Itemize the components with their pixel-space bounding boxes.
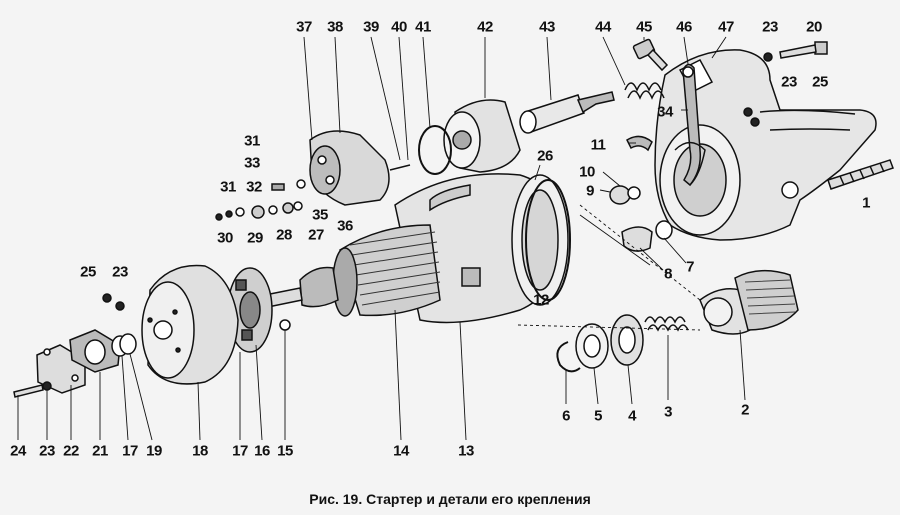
callout-13: 13: [458, 442, 474, 460]
screw-24: [13, 381, 52, 398]
washer-23-upper: [743, 52, 773, 127]
callout-35: 35: [312, 206, 328, 224]
figure-caption: Рис. 19. Стартер и детали его крепления: [309, 491, 591, 507]
callout-26: 26: [537, 147, 553, 165]
callout-19: 19: [146, 442, 162, 460]
callout-9: 9: [586, 182, 594, 200]
washers-23-25-lower: [102, 293, 125, 311]
callout-34: 34: [657, 103, 673, 121]
callout-41: 41: [415, 18, 431, 36]
callout-37: 37: [296, 18, 312, 36]
washer-5: [575, 323, 609, 369]
callout-14: 14: [393, 442, 409, 460]
callout-1: 1: [862, 194, 870, 212]
callout-31: 31: [244, 132, 260, 150]
callout-32: 32: [246, 178, 262, 196]
callout-29: 29: [247, 229, 263, 247]
callout-23: 23: [781, 73, 797, 91]
callout-12: 12: [533, 291, 549, 309]
callout-7: 7: [686, 258, 694, 276]
callout-16: 16: [254, 442, 270, 460]
spring-44: [624, 82, 665, 100]
callout-47: 47: [718, 18, 734, 36]
gasket-21: [69, 329, 121, 373]
callout-23: 23: [762, 18, 778, 36]
callout-36: 36: [337, 217, 353, 235]
callout-45: 45: [636, 18, 652, 36]
bolt-45: [632, 38, 669, 72]
callout-10: 10: [579, 163, 595, 181]
callout-6: 6: [562, 407, 570, 425]
callout-43: 43: [539, 18, 555, 36]
callout-38: 38: [327, 18, 343, 36]
solenoid-42: [443, 99, 521, 173]
ring-26: [525, 179, 571, 301]
drive-housing-47: [654, 49, 877, 241]
callout-23: 23: [39, 442, 55, 460]
brush-holder-16: [227, 267, 291, 353]
plunger-43: [519, 91, 615, 134]
washer-17-19: [111, 333, 137, 357]
leader-lines: [17, 36, 746, 441]
shift-lever-46: [674, 63, 706, 187]
end-cover-18: [141, 264, 239, 385]
callout-15: 15: [277, 442, 293, 460]
callout-40: 40: [391, 18, 407, 36]
callout-46: 46: [676, 18, 692, 36]
callout-11: 11: [590, 136, 606, 154]
callout-17: 17: [232, 442, 248, 460]
callout-31: 31: [220, 178, 236, 196]
retaining-ring-6: [556, 341, 581, 373]
stud-bolt-1: [827, 159, 894, 190]
callout-25: 25: [80, 263, 96, 281]
fasteners-29-33: [215, 179, 306, 221]
callout-21: 21: [92, 442, 108, 460]
callout-20: 20: [806, 18, 822, 36]
callout-39: 39: [363, 18, 379, 36]
callout-33: 33: [244, 154, 260, 172]
bushings-7-11: [609, 135, 673, 252]
solenoid-cover-38: [309, 130, 411, 206]
callout-30: 30: [217, 229, 233, 247]
callout-24: 24: [10, 442, 26, 460]
collar-4: [610, 314, 644, 366]
callout-42: 42: [477, 18, 493, 36]
callout-25: 25: [812, 73, 828, 91]
armature-14: [264, 224, 441, 317]
callout-22: 22: [63, 442, 79, 460]
bolt-20: [779, 41, 828, 59]
callout-18: 18: [192, 442, 208, 460]
callout-28: 28: [276, 226, 292, 244]
callout-2: 2: [741, 401, 749, 419]
callout-5: 5: [594, 407, 602, 425]
callout-8: 8: [664, 265, 672, 283]
callout-4: 4: [628, 407, 636, 425]
spring-3: [644, 316, 689, 332]
callout-17: 17: [122, 442, 138, 460]
callout-44: 44: [595, 18, 611, 36]
gasket-41: [418, 125, 452, 175]
callout-27: 27: [308, 226, 324, 244]
drive-pinion-2: [699, 269, 799, 335]
callout-23: 23: [112, 263, 128, 281]
callout-3: 3: [664, 403, 672, 421]
